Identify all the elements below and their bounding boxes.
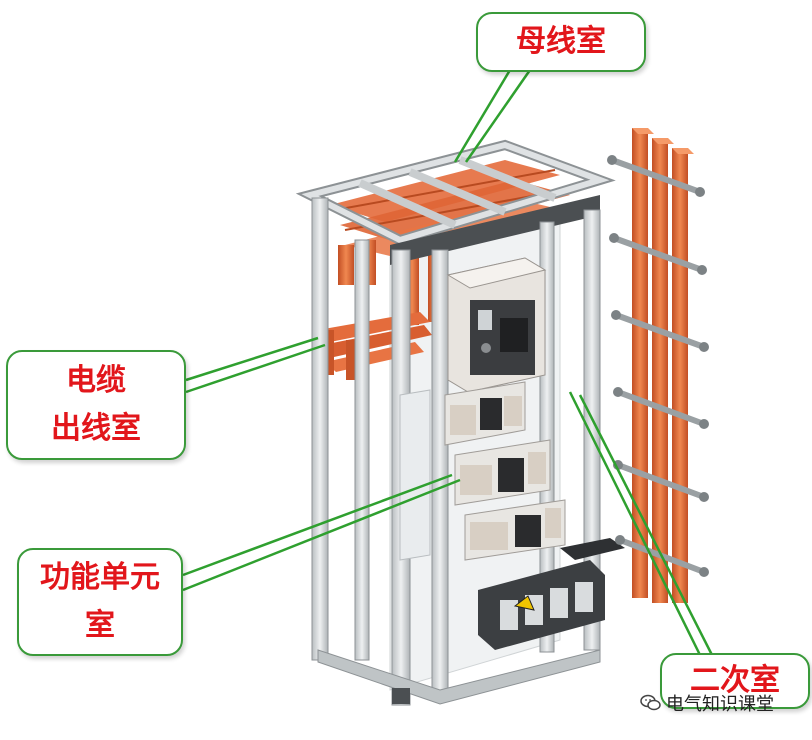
top-frame <box>295 139 616 265</box>
leader-func-2 <box>182 478 461 592</box>
busbar-support-caps <box>607 155 709 577</box>
callout-cable-outlet-chamber: 电缆 出线室 <box>6 350 186 460</box>
callout-busbar-chamber: 母线室 <box>476 12 646 72</box>
leader-cable-2 <box>185 343 326 394</box>
leader-busbar-2 <box>464 69 532 163</box>
main-breaker <box>446 257 547 393</box>
leader-secondary-1 <box>568 391 702 656</box>
label-cable-outlet-line1: 电缆 <box>66 363 126 398</box>
callout-secondary-chamber: 二次室 <box>660 653 810 709</box>
label-busbar-chamber: 母线室 <box>516 24 606 59</box>
watermark-text: 电气知识课堂 <box>666 694 774 715</box>
leader-busbar-1 <box>453 69 512 163</box>
watermark: 电气知识课堂 <box>640 690 774 716</box>
callout-functional-unit-chamber: 功能单元 室 <box>17 548 183 656</box>
leader-secondary-2 <box>578 394 714 656</box>
label-secondary-chamber: 二次室 <box>690 663 780 698</box>
vertical-busbars <box>632 128 694 603</box>
label-functional-unit-line2: 室 <box>85 608 115 643</box>
leader-cable-1 <box>185 336 319 382</box>
functional-drawers <box>399 381 566 561</box>
label-functional-unit-line1: 功能单元 <box>40 560 160 595</box>
leader-lines <box>182 69 714 656</box>
label-cable-outlet-line2: 出线室 <box>51 411 141 446</box>
bottom-terminal-block <box>478 538 625 650</box>
leader-func-1 <box>182 473 453 577</box>
wechat-bubbles-icon <box>640 694 661 711</box>
